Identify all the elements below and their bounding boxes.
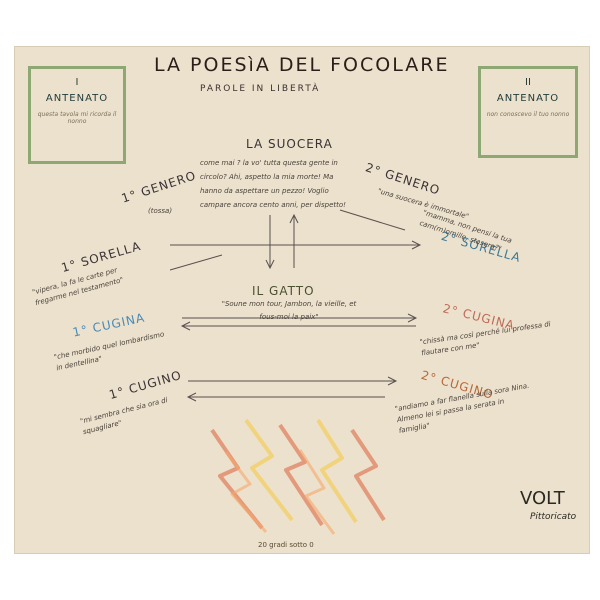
temperature-note: 20 gradi sotto 0 xyxy=(258,541,314,549)
gatto-quote: "Soune mon tour, Jambon, la vieille, et … xyxy=(221,300,357,321)
antenato-2-label: ANTENATO xyxy=(496,93,560,104)
antenato-1-note: questa tavola mi ricorda il nonno xyxy=(37,111,117,125)
genero-1-quote: (tossa) xyxy=(148,207,173,215)
signature-name: VOLT xyxy=(520,488,565,509)
antenato-2-roman: II xyxy=(525,77,531,88)
suocera-label: LA SUOCERA xyxy=(246,137,333,151)
paper-sheet xyxy=(14,46,590,554)
gatto-label: IL GATTO xyxy=(252,284,315,298)
antenato-2-note: non conoscevo il tuo nonno xyxy=(486,111,570,118)
antenato-1-label: ANTENATO xyxy=(45,93,109,104)
antenato-2-box: II ANTENATO non conoscevo il tuo nonno xyxy=(478,66,578,158)
antenato-1-box: I ANTENATO questa tavola mi ricorda il n… xyxy=(28,66,126,164)
page-title: LA POESìA DEL FOCOLARE xyxy=(154,54,450,76)
suocera-quote: come mai ? la vo' tutta questa gente in … xyxy=(200,159,346,209)
antenato-1-roman: I xyxy=(75,77,79,88)
page-subtitle: PAROLE IN LIBERTÀ xyxy=(200,84,321,94)
signature-role: Pittoricato xyxy=(530,512,577,522)
fire-flames xyxy=(210,418,386,535)
